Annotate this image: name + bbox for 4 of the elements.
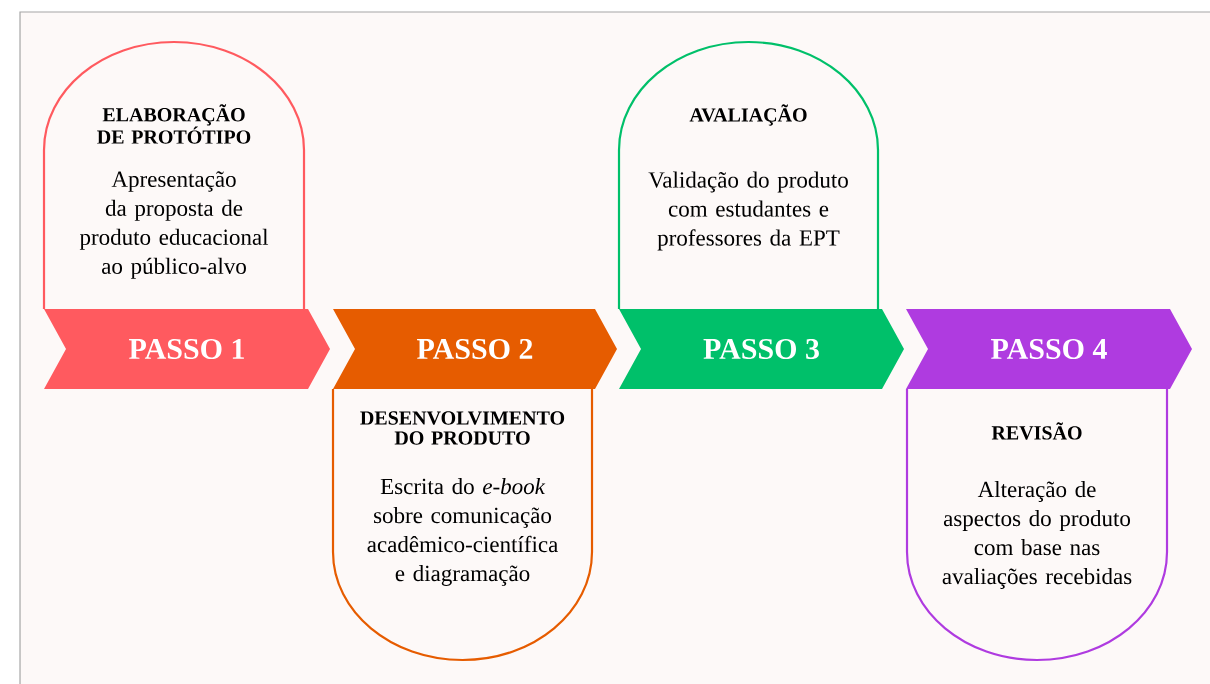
arch-card: AVALIAÇÃO Validação do produto com estudantes e professores da EPT xyxy=(617,40,880,309)
arch-card: ELABORAÇÃO DE PROTÓTIPO Apresentação da proposta de produto educacional ao público-alvo xyxy=(42,40,306,309)
arch-card: DESENVOLVIMENTO DO PRODUTO Escrita do e-book sobre comunicação acadêmico-científica e diagramação xyxy=(331,389,594,662)
arch-card: REVISÃO Alteração de aspectos do produto com base nas avaliações recebidas xyxy=(905,389,1169,662)
